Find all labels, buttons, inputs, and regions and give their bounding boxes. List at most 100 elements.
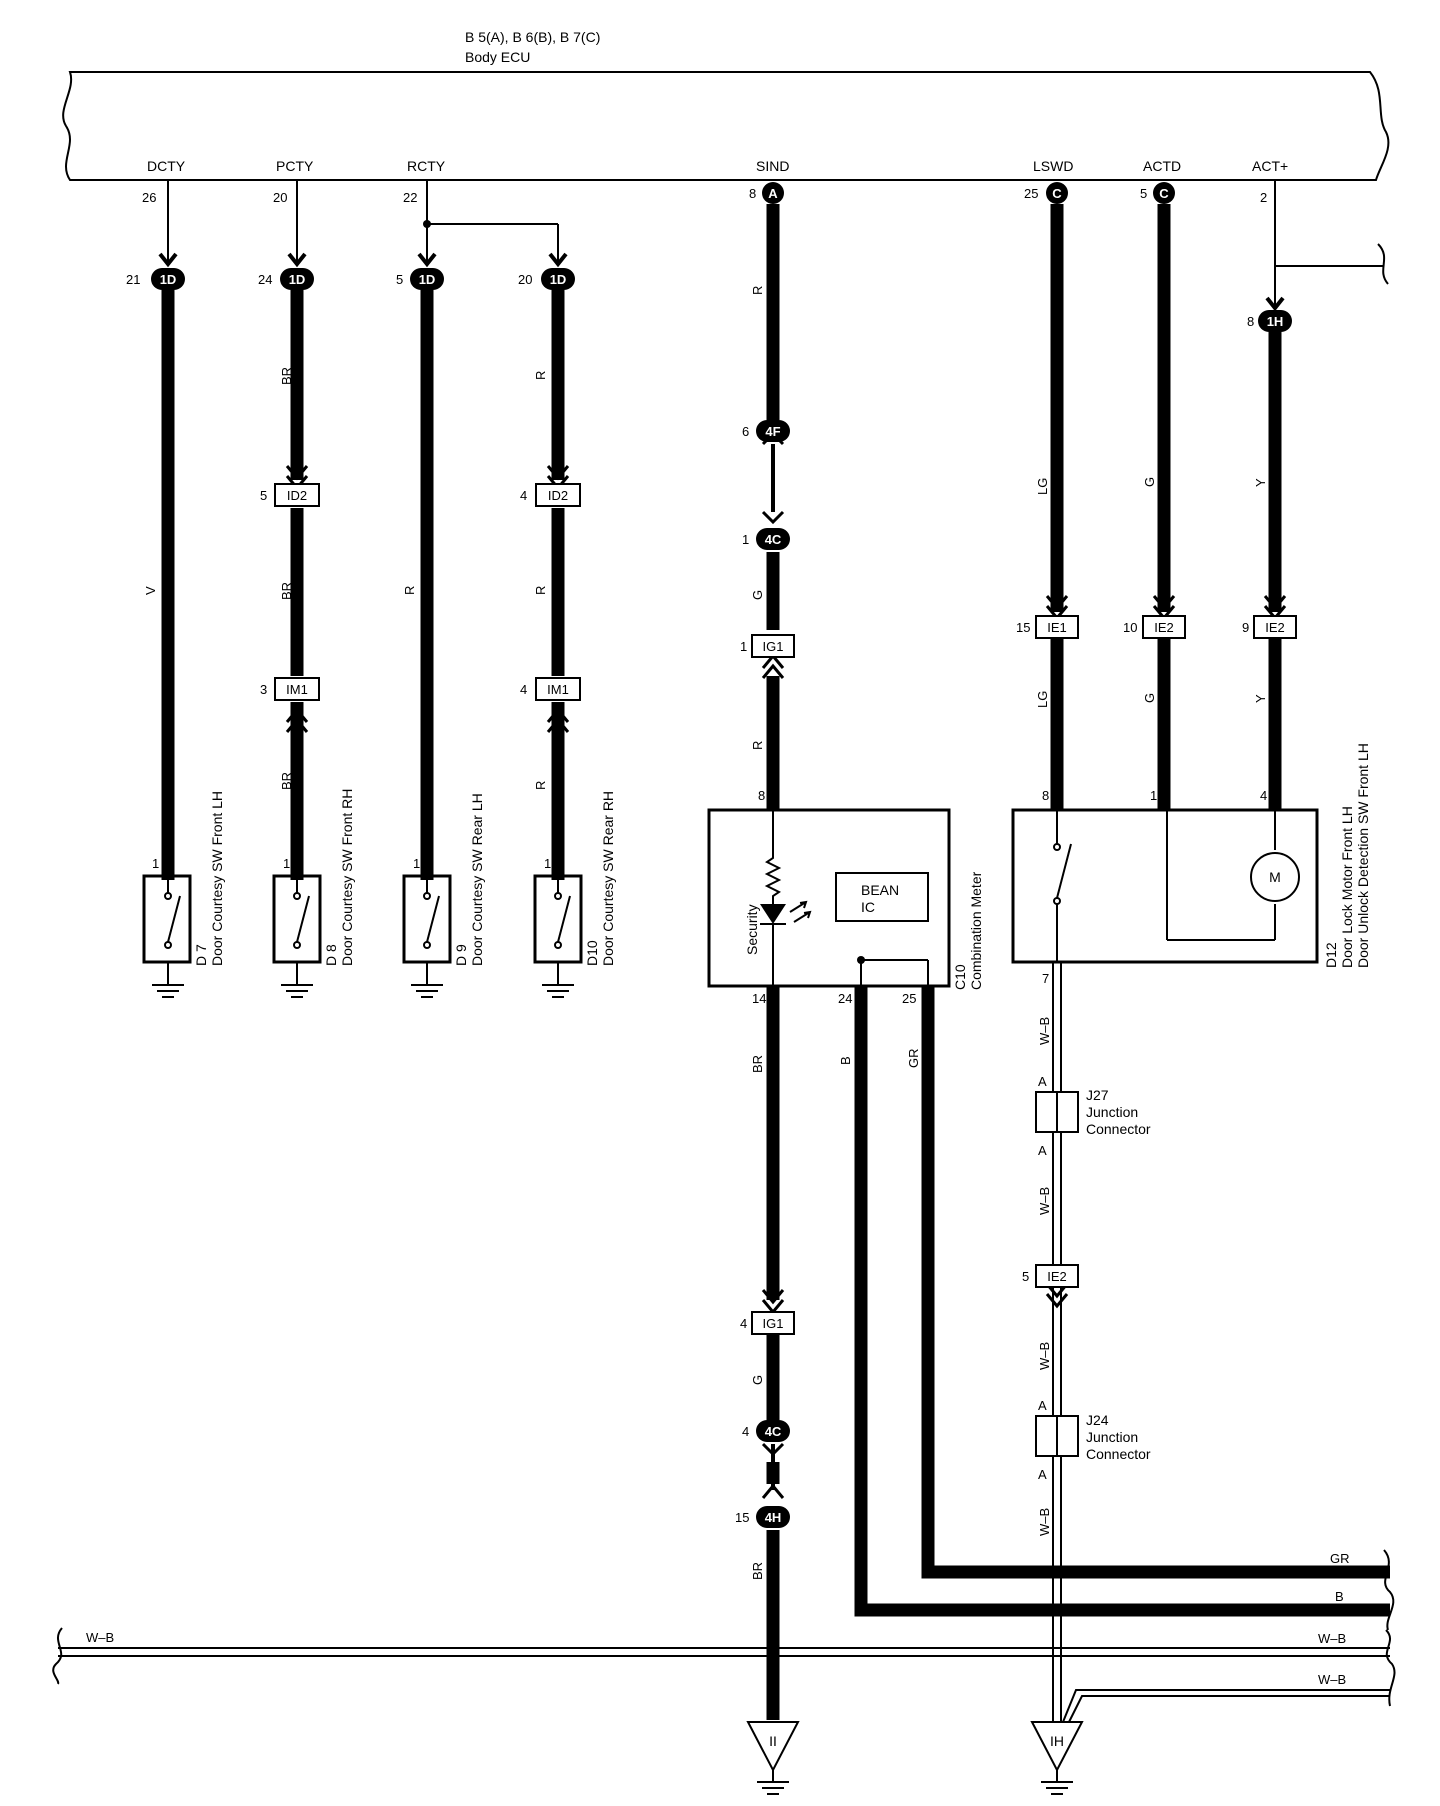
- wire-color-v: V: [143, 586, 158, 595]
- svg-text:1: 1: [740, 639, 747, 654]
- svg-text:1: 1: [544, 856, 551, 871]
- svg-text:24: 24: [838, 991, 852, 1006]
- svg-text:W–B: W–B: [1318, 1631, 1346, 1646]
- svg-text:1: 1: [152, 856, 159, 871]
- switch-d10: 1 D10 Door Courtesy SW Rear RH: [533, 791, 616, 998]
- svg-text:Combination Meter: Combination Meter: [968, 871, 984, 990]
- svg-text:BR: BR: [279, 582, 294, 600]
- svg-text:1D: 1D: [160, 272, 177, 287]
- svg-text:4: 4: [1260, 788, 1267, 803]
- svg-text:BR: BR: [279, 772, 294, 790]
- switch-d7: 1 D 7 Door Courtesy SW Front LH: [142, 791, 225, 998]
- svg-text:D 8: D 8: [323, 944, 339, 966]
- svg-text:14: 14: [752, 991, 766, 1006]
- svg-text:1D: 1D: [550, 272, 567, 287]
- svg-text:IM1: IM1: [286, 682, 308, 697]
- svg-text:II: II: [769, 1733, 777, 1749]
- svg-text:25: 25: [1024, 186, 1038, 201]
- svg-text:Junction: Junction: [1086, 1429, 1138, 1445]
- svg-text:BR: BR: [750, 1562, 765, 1580]
- ecu-pin-rcty: 22: [403, 190, 417, 205]
- svg-text:5: 5: [396, 272, 403, 287]
- svg-text:ID2: ID2: [548, 488, 568, 503]
- svg-text:D12: D12: [1323, 942, 1339, 968]
- svg-text:1D: 1D: [419, 272, 436, 287]
- switch-d8: 1 D 8 Door Courtesy SW Front RH: [272, 789, 355, 998]
- ecu-pin-sind: 8 A: [749, 182, 784, 204]
- connector-1d-dcty: 1D 21: [126, 268, 185, 290]
- signal-lswd: LSWD: [1033, 158, 1073, 174]
- signal-sind: SIND: [756, 158, 789, 174]
- connector-1d-rcty-rh: 1D 20: [518, 268, 575, 290]
- svg-text:W–B: W–B: [1037, 1017, 1052, 1045]
- svg-text:5: 5: [1022, 1269, 1029, 1284]
- svg-text:Door Courtesy SW Front RH: Door Courtesy SW Front RH: [339, 789, 355, 966]
- svg-text:24: 24: [258, 272, 272, 287]
- svg-text:BR: BR: [279, 367, 294, 385]
- svg-text:21: 21: [126, 272, 140, 287]
- signal-pcty: PCTY: [276, 158, 314, 174]
- svg-text:4: 4: [520, 682, 527, 697]
- svg-text:G: G: [750, 1375, 765, 1385]
- svg-text:BR: BR: [750, 1055, 765, 1073]
- svg-text:Door Courtesy SW Rear RH: Door Courtesy SW Rear RH: [600, 791, 616, 966]
- svg-text:D10: D10: [584, 940, 600, 966]
- junction-connector-j24: A A J24 Junction Connector: [1035, 1398, 1151, 1482]
- svg-text:GR: GR: [906, 1049, 921, 1069]
- svg-text:IC: IC: [861, 899, 875, 915]
- combination-meter-c10: 8 Security BEAN IC C10 Combination Meter…: [707, 788, 984, 1006]
- signal-actp: ACT+: [1252, 158, 1288, 174]
- svg-text:4C: 4C: [765, 1424, 782, 1439]
- combination-meter-circuit: 8 A 4F 6 4C 1 IG1 1 R G R 8: [707, 182, 1395, 1795]
- svg-text:D 9: D 9: [453, 944, 469, 966]
- svg-text:Door Courtesy SW Front LH: Door Courtesy SW Front LH: [209, 791, 225, 966]
- connector-1d-pcty: 1D 24: [258, 268, 314, 290]
- svg-text:W–B: W–B: [1037, 1342, 1052, 1370]
- svg-text:7: 7: [1042, 971, 1049, 986]
- connector-id2-front-rh: ID2 5: [260, 483, 320, 507]
- svg-text:J24: J24: [1086, 1412, 1109, 1428]
- ecu-pin-actd: 5 C: [1140, 182, 1175, 204]
- svg-text:4C: 4C: [765, 532, 782, 547]
- connector-im1-front-rh: IM1 3: [260, 677, 320, 701]
- svg-text:IH: IH: [1050, 1733, 1064, 1749]
- svg-text:IG1: IG1: [763, 1316, 784, 1331]
- svg-text:4: 4: [742, 1424, 749, 1439]
- svg-text:R: R: [402, 586, 417, 595]
- ecu-pin-dcty: 26: [142, 190, 156, 205]
- ecu-outline: [62, 71, 1390, 181]
- svg-text:4F: 4F: [765, 424, 780, 439]
- svg-text:Connector: Connector: [1086, 1446, 1151, 1462]
- ecu-connector-list: B 5(A), B 6(B), B 7(C): [465, 29, 600, 45]
- junction-connector-j27: A A J27 Junction Connector: [1035, 1074, 1151, 1158]
- svg-text:25: 25: [902, 991, 916, 1006]
- connector-ig1-upper: IG1 1: [740, 634, 795, 658]
- svg-text:IE2: IE2: [1047, 1269, 1067, 1284]
- svg-text:IE2: IE2: [1265, 620, 1285, 635]
- connector-ie2-actd: IE2 10: [1123, 615, 1186, 639]
- svg-text:1D: 1D: [289, 272, 306, 287]
- svg-text:W–B: W–B: [1318, 1672, 1346, 1687]
- svg-text:A: A: [1038, 1398, 1047, 1413]
- ecu-name: Body ECU: [465, 49, 530, 65]
- svg-text:M: M: [1269, 869, 1281, 885]
- svg-text:W–B: W–B: [86, 1630, 114, 1645]
- svg-text:A: A: [1038, 1467, 1047, 1482]
- connector-ie2-wb: IE2 5: [1022, 1264, 1079, 1288]
- svg-text:A: A: [768, 186, 778, 201]
- ground-ii: II: [746, 1721, 800, 1795]
- svg-text:IE2: IE2: [1154, 620, 1174, 635]
- door-lock-circuit: 25 C 5 C 2 1H 8 IE1 15: [1011, 180, 1390, 1795]
- svg-text:J27: J27: [1086, 1087, 1109, 1103]
- ecu-pin-lswd: 25 C: [1024, 182, 1068, 204]
- svg-text:IE1: IE1: [1047, 620, 1067, 635]
- svg-text:15: 15: [735, 1510, 749, 1525]
- svg-text:IM1: IM1: [547, 682, 569, 697]
- connector-id2-rear-rh: ID2 4: [520, 483, 581, 507]
- svg-text:R: R: [533, 371, 548, 380]
- svg-text:1: 1: [742, 532, 749, 547]
- switch-d9: 1 D 9 Door Courtesy SW Rear LH: [402, 793, 485, 998]
- svg-text:ID2: ID2: [287, 488, 307, 503]
- svg-text:5: 5: [1140, 186, 1147, 201]
- connector-4c-lower: 4C 4: [742, 1420, 790, 1442]
